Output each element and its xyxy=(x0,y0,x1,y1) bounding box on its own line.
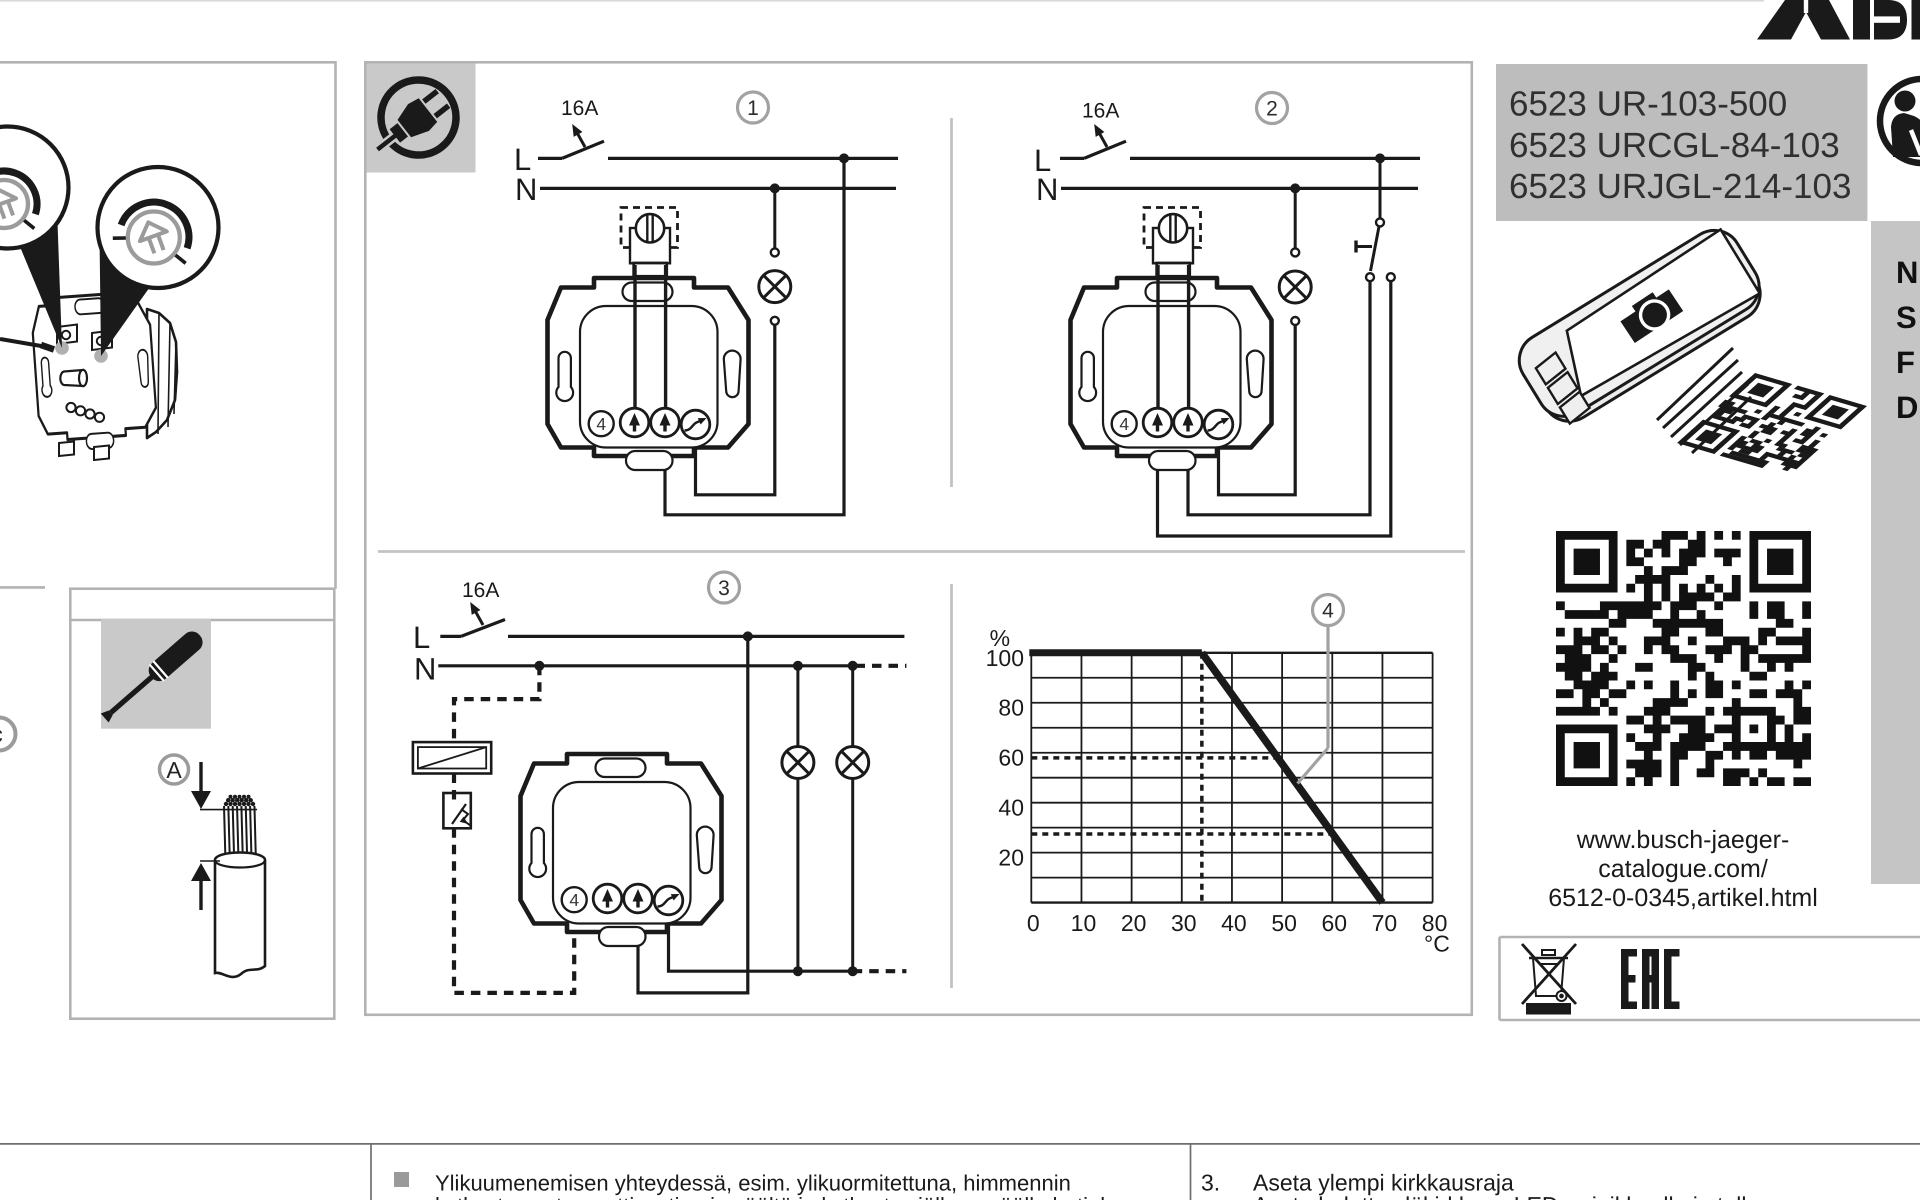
svg-text:L: L xyxy=(514,142,531,177)
svg-text:N: N xyxy=(414,652,436,687)
svg-text:20: 20 xyxy=(998,845,1024,871)
svg-text:6523 UR-103-500: 6523 UR-103-500 xyxy=(1509,85,1787,124)
svg-text:c: c xyxy=(0,721,3,747)
svg-text:A: A xyxy=(166,757,182,783)
svg-text:16A: 16A xyxy=(462,579,499,602)
svg-text:6512-0-0345,artikel.html: 6512-0-0345,artikel.html xyxy=(1548,884,1818,912)
svg-text:F: F xyxy=(1896,345,1915,380)
svg-text:%: % xyxy=(990,625,1010,651)
svg-text:Ylikuumenemisen yhteydessä, es: Ylikuumenemisen yhteydessä, esim. ylikuo… xyxy=(435,1171,1071,1196)
svg-text:4: 4 xyxy=(596,414,606,434)
svg-text:16A: 16A xyxy=(1082,100,1119,123)
svg-text:L: L xyxy=(1034,143,1051,178)
svg-text:40: 40 xyxy=(998,795,1024,821)
svg-text:3.: 3. xyxy=(1201,1170,1220,1196)
svg-text:N: N xyxy=(1896,255,1918,290)
svg-text:4: 4 xyxy=(569,890,579,910)
svg-text:6523 URCGL-84-103: 6523 URCGL-84-103 xyxy=(1509,126,1840,165)
svg-text:10: 10 xyxy=(1071,910,1097,936)
svg-text:L: L xyxy=(413,620,430,655)
svg-text:2: 2 xyxy=(1266,98,1278,121)
svg-text:70: 70 xyxy=(1372,910,1398,936)
svg-text:www.busch-jaeger-: www.busch-jaeger- xyxy=(1576,826,1790,854)
svg-text:4: 4 xyxy=(1119,414,1129,434)
svg-text:6523 URJGL-214-103: 6523 URJGL-214-103 xyxy=(1509,167,1851,206)
svg-text:Aseta haluttu yläkirkkaus LED-: Aseta haluttu yläkirkkaus LED-painikkeel… xyxy=(1253,1192,1828,1200)
svg-text:60: 60 xyxy=(1321,910,1347,936)
svg-text:60: 60 xyxy=(998,745,1024,771)
svg-text:80: 80 xyxy=(1422,910,1448,936)
svg-text:1: 1 xyxy=(747,97,759,120)
svg-text:20: 20 xyxy=(1121,910,1147,936)
svg-text:°C: °C xyxy=(1424,931,1450,957)
svg-text:3: 3 xyxy=(718,577,730,600)
svg-text:30: 30 xyxy=(1171,910,1197,936)
svg-text:0: 0 xyxy=(1027,910,1040,936)
svg-text:S: S xyxy=(1896,300,1917,335)
svg-text:catalogue.com/: catalogue.com/ xyxy=(1598,855,1768,883)
svg-text:kytkeytyy automaattisesti pois: kytkeytyy automaattisesti pois päältä ja… xyxy=(435,1193,1136,1200)
svg-text:40: 40 xyxy=(1221,910,1247,936)
svg-text:D: D xyxy=(1896,390,1918,425)
svg-text:Aseta ylempi kirkkausraja: Aseta ylempi kirkkausraja xyxy=(1253,1170,1514,1196)
svg-text:N: N xyxy=(1036,172,1058,207)
svg-text:N: N xyxy=(515,172,537,207)
svg-text:4: 4 xyxy=(1322,600,1334,623)
svg-text:100: 100 xyxy=(986,645,1024,671)
svg-text:80: 80 xyxy=(998,695,1024,721)
svg-text:50: 50 xyxy=(1271,910,1297,936)
svg-text:16A: 16A xyxy=(561,97,598,120)
